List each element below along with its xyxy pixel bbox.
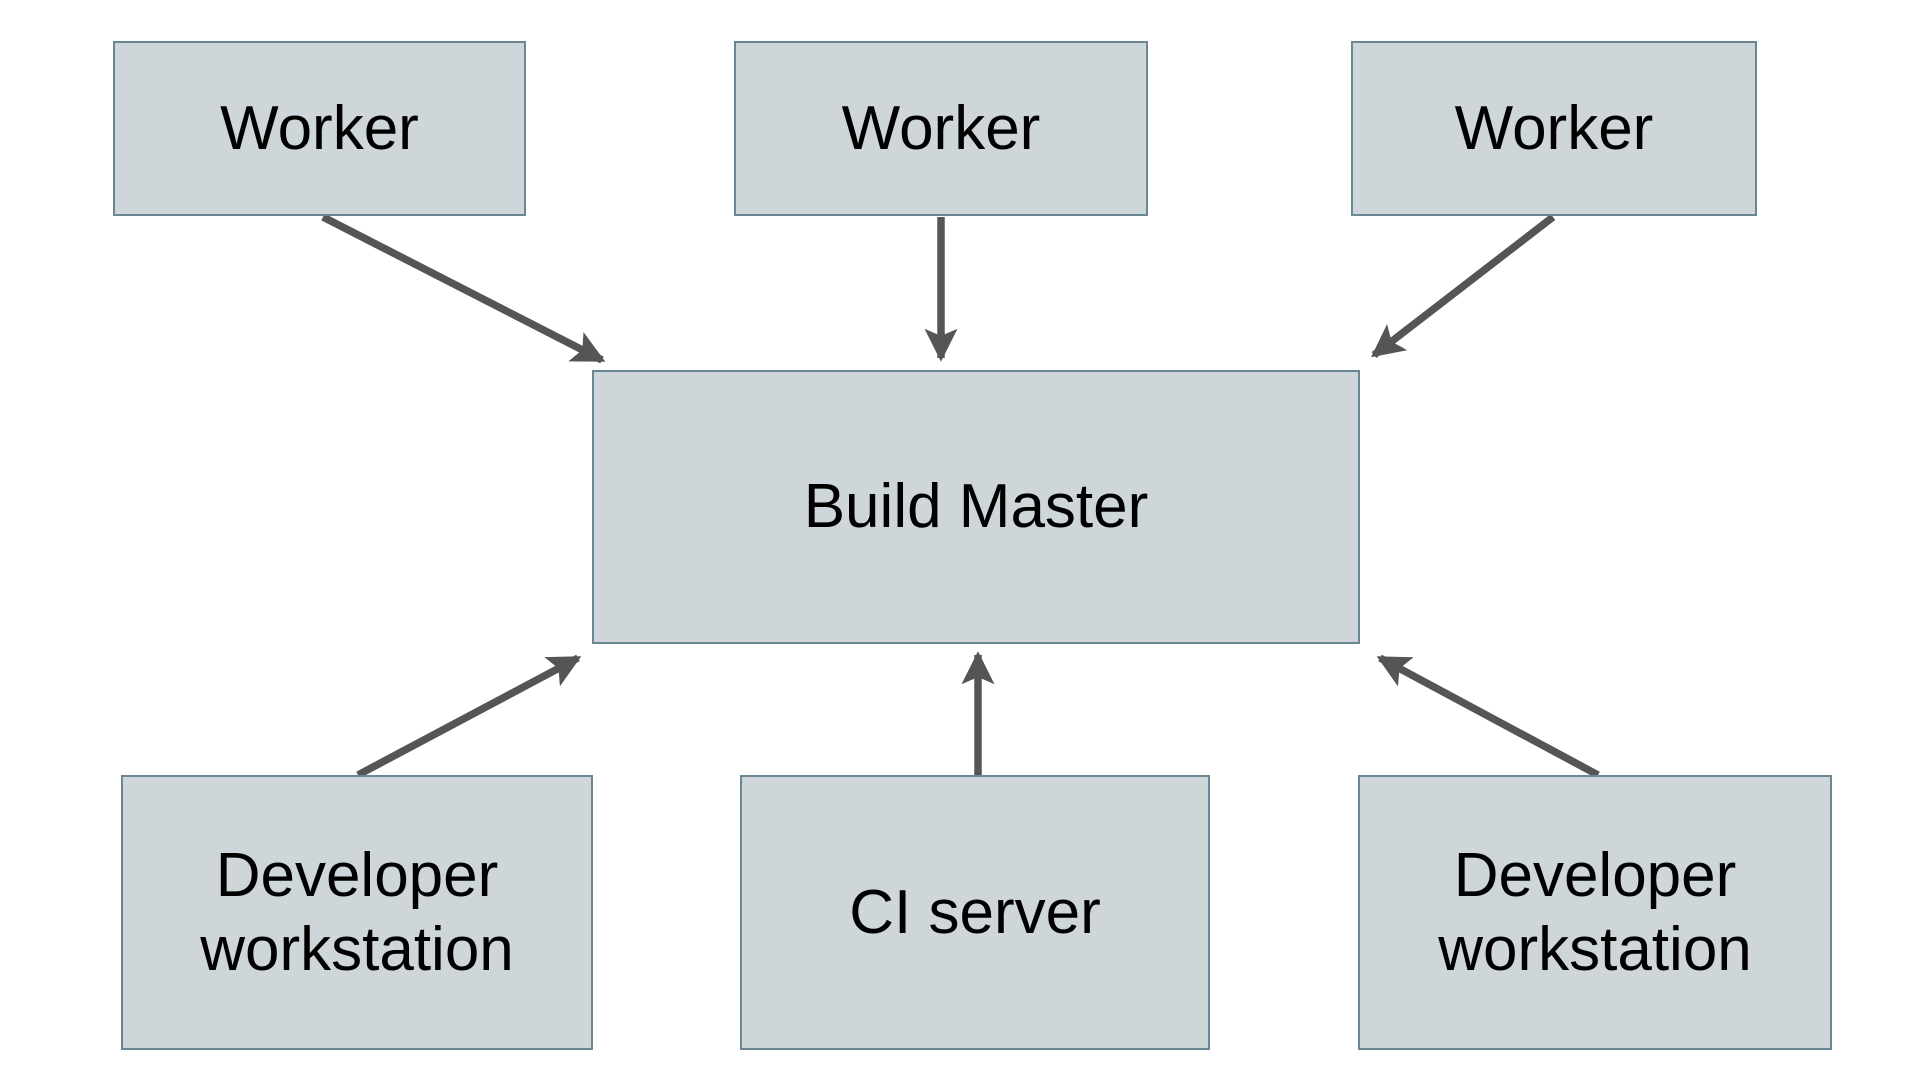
node-ci-server[interactable]: CI server <box>740 775 1210 1050</box>
node-developer-workstation-right[interactable]: Developer workstation <box>1358 775 1832 1050</box>
node-worker-1[interactable]: Worker <box>113 41 526 216</box>
node-developer-workstation-left[interactable]: Developer workstation <box>121 775 593 1050</box>
edge-devleft-master <box>356 654 582 779</box>
edge-devright-master <box>1376 654 1600 779</box>
node-worker-2[interactable]: Worker <box>734 41 1148 216</box>
node-build-master[interactable]: Build Master <box>592 370 1360 644</box>
node-worker-3[interactable]: Worker <box>1351 41 1757 216</box>
edge-worker1-master <box>321 213 606 364</box>
edge-worker3-master <box>1371 214 1556 358</box>
